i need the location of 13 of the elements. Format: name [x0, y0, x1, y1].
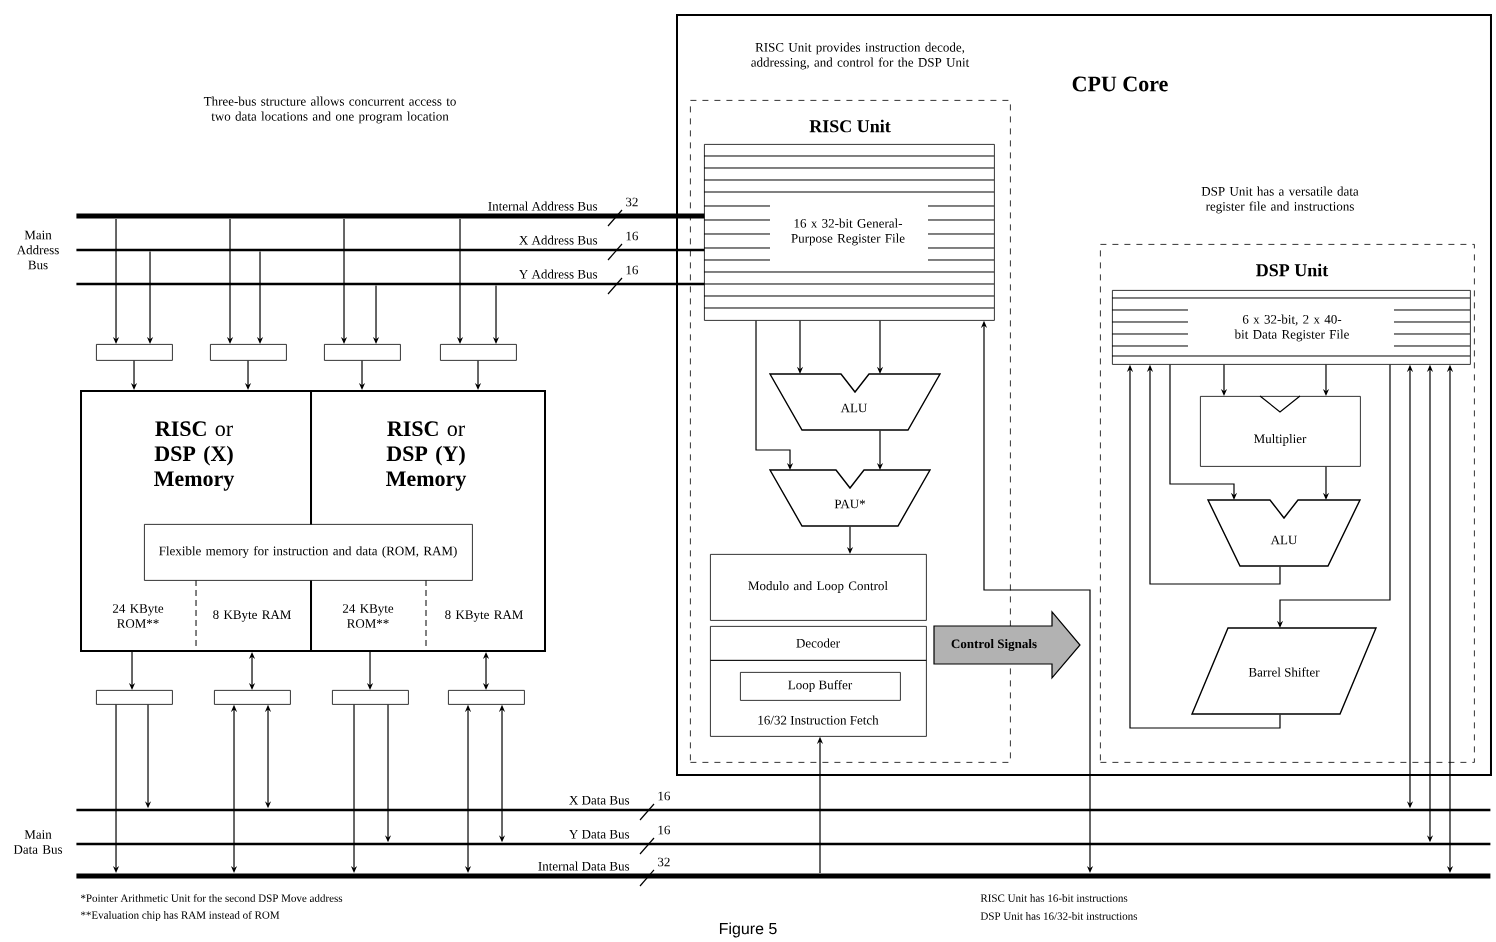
- mux-box: [324, 344, 401, 361]
- mux-box: [448, 690, 525, 705]
- mux-box: [96, 344, 173, 361]
- mux-box: [210, 344, 287, 361]
- arrow: [248, 652, 256, 690]
- mux-box: [440, 344, 517, 361]
- mux-box: [96, 690, 173, 705]
- mux-box: [332, 690, 409, 705]
- caption: Figure 5: [719, 922, 777, 938]
- arrow: [482, 652, 490, 690]
- arrow: [1169, 364, 1238, 500]
- arrow: [755, 320, 794, 470]
- mux-box: [214, 690, 291, 705]
